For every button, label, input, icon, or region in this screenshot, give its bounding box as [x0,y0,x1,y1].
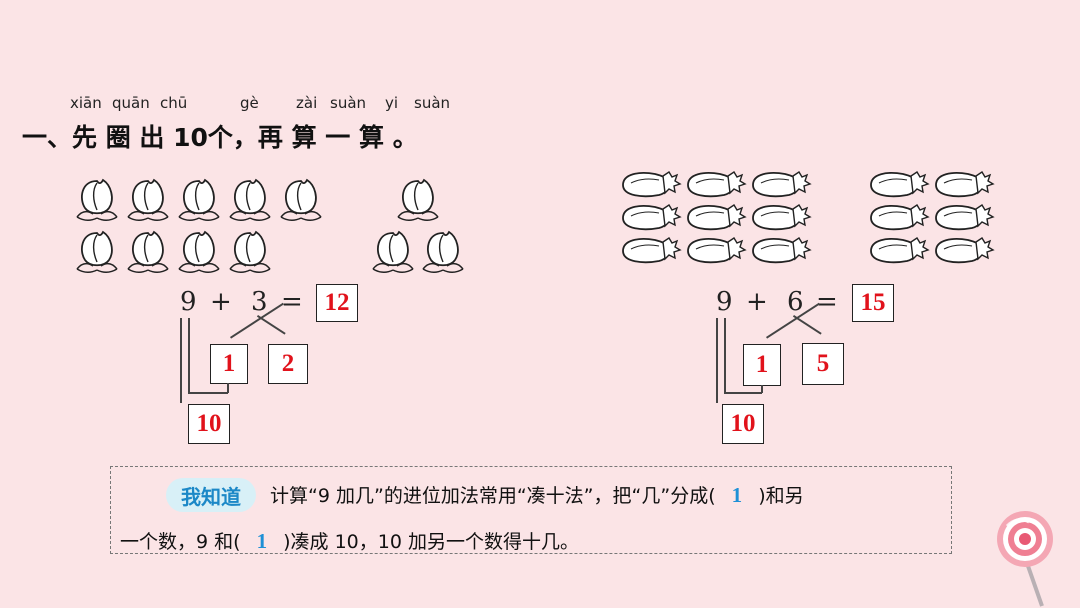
eggplant-icon [752,204,811,231]
peach-icon [178,179,220,222]
plus-sign: + [746,287,768,317]
peach-icon [229,231,271,274]
eggplant-icon [687,237,746,264]
split-line-right [257,315,286,335]
peach-icon [76,179,118,222]
peach-icon [76,231,118,274]
eggplant-icon [752,171,811,198]
title-pinyin: xiān quān chū gè zài suàn yi suàn [0,94,470,114]
answer-box[interactable]: 12 [316,284,358,322]
bracket-line-inner [724,318,726,393]
tip-line-1-text: 计算“9 加几”的进位加法常用“凑十法”，把“几”分成( [270,485,716,507]
split-box-b[interactable]: 2 [268,344,308,384]
pinyin-4: gè [240,94,259,112]
tip-line-2-text: 一个数，9 和( [120,531,241,553]
eggplant-icon [752,237,811,264]
split-box-a[interactable]: 1 [743,344,781,386]
tip-box [110,466,952,554]
eggplant-icon [935,204,994,231]
bracket-line-up [227,383,229,393]
bracket-line-inner [188,318,190,393]
operand-1: 9 [716,287,733,317]
make-ten-box[interactable]: 10 [722,404,764,444]
eggplant-icon [687,171,746,198]
peach-icon [280,179,322,222]
eggplant-icon [935,237,994,264]
peach-icon [127,231,169,274]
equals-sign: = [281,287,303,317]
operand-2: 3 [251,287,268,317]
eggplant-icon [622,237,681,264]
tip-badge: 我知道 [166,478,256,512]
pinyin-8: suàn [414,94,451,112]
tip-blank-1[interactable]: 1 [731,483,743,507]
tip-blank-2[interactable]: 1 [256,529,268,553]
peach-icon [372,231,414,274]
eggplant-group [622,171,994,264]
peach-icon [229,179,271,222]
bracket-line-connect [188,392,228,394]
plus-sign: + [210,287,232,317]
eggplant-icon [870,237,929,264]
tip-line-1-end: )和另 [758,485,804,507]
peach-icon [178,231,220,274]
bracket-line-outer [180,318,182,403]
operand-1: 9 [180,287,197,317]
equals-sign: = [816,287,838,317]
tip-line-1: 计算“9 加几”的进位加法常用“凑十法”，把“几”分成( 1 )和另 [270,481,804,508]
pinyin-1: xiān [70,94,102,112]
eggplant-icon [622,171,681,198]
pinyin-6: suàn [330,94,367,112]
make-ten-box[interactable]: 10 [188,404,230,444]
eggplant-icon [687,204,746,231]
eggplant-icon [870,171,929,198]
answer-box[interactable]: 15 [852,284,894,322]
eggplant-icon [870,204,929,231]
eggplant-icon [935,171,994,198]
split-box-b[interactable]: 5 [802,343,844,385]
pinyin-5: zài [296,94,318,112]
peach-icon [422,231,464,274]
tip-line-2-end: )凑成 10，10 加另一个数得十几。 [283,531,579,553]
pinyin-7: yi [385,94,399,112]
eggplant-icon [622,204,681,231]
peach-icon [397,179,439,222]
exercise-title: 一、先 圈 出 10个，再 算 一 算 。 [22,123,418,152]
split-line-right [793,315,822,335]
bracket-line-connect [724,392,762,394]
tip-line-2: 一个数，9 和( 1 )凑成 10，10 加另一个数得十几。 [120,527,579,554]
pinyin-3: chū [160,94,188,112]
operand-2: 6 [787,287,804,317]
peach-group [76,179,464,274]
bracket-line-up [761,385,763,393]
split-box-a[interactable]: 1 [210,344,248,384]
lollipop-icon [997,511,1053,607]
peach-icon [127,179,169,222]
pinyin-2: quān [112,94,150,112]
bracket-line-outer [716,318,718,403]
